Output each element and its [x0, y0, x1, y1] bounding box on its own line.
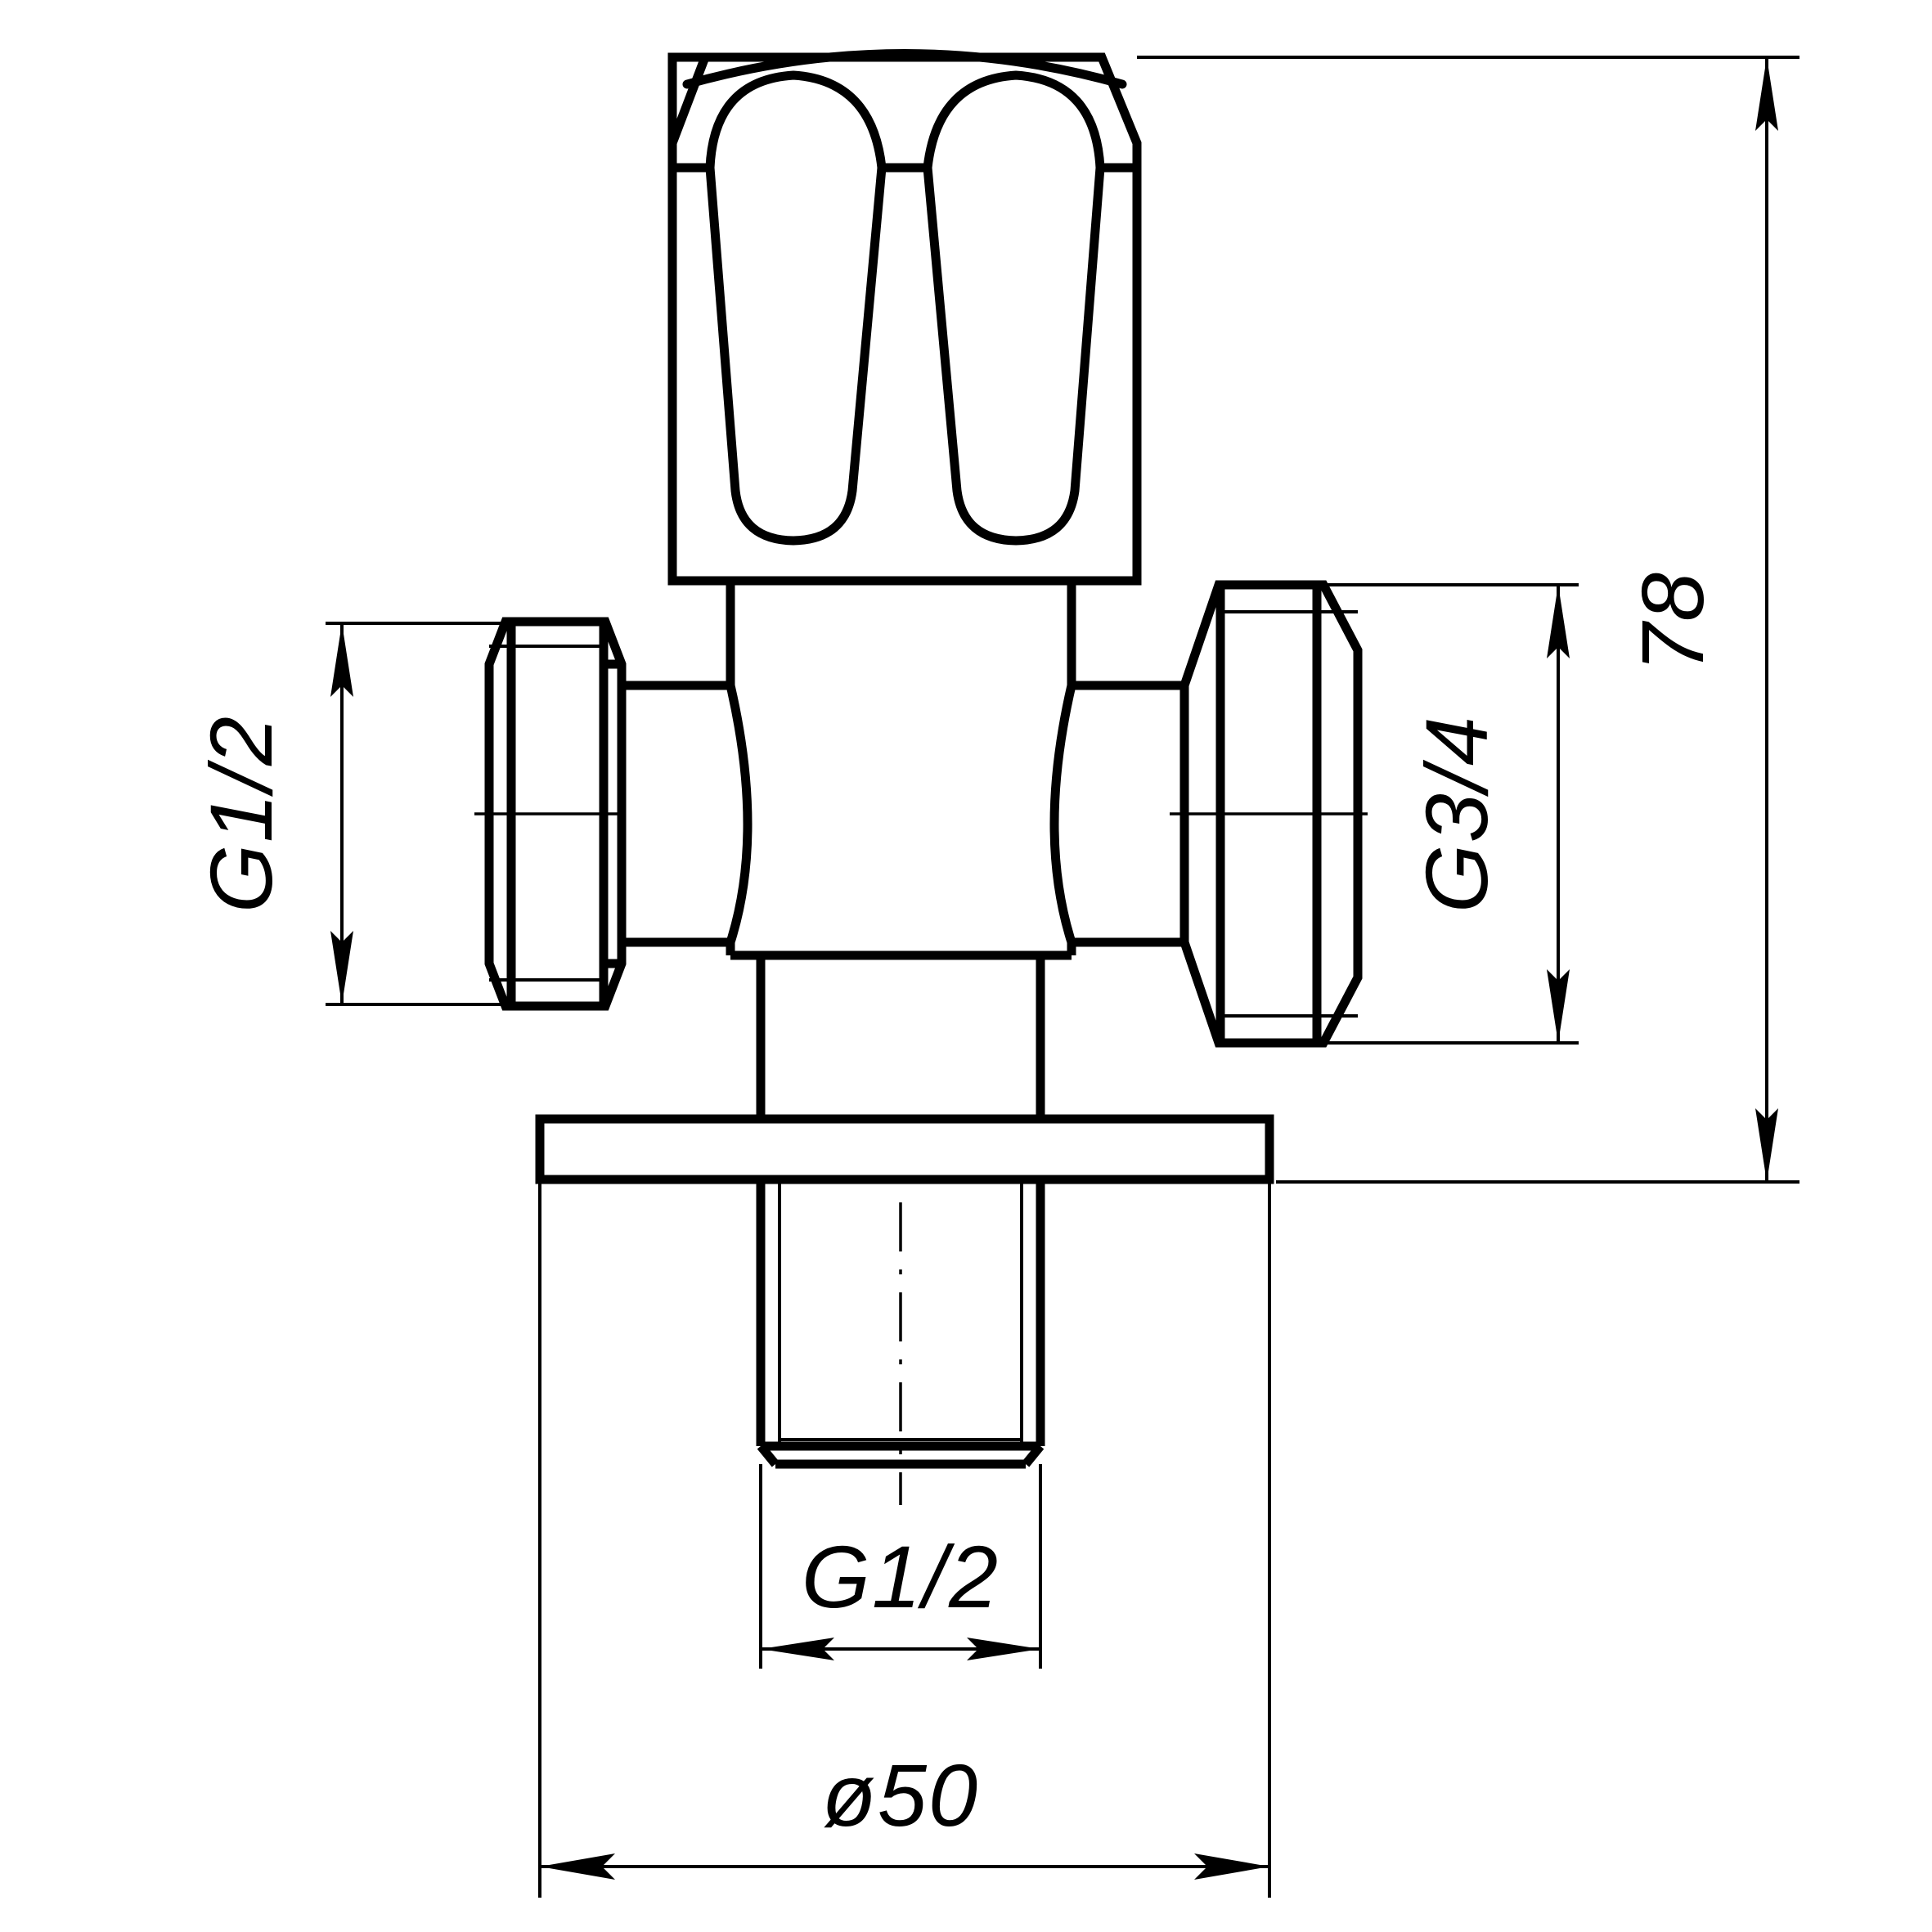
dimension-label-bottom-spigot-thread: G1/2 [802, 1527, 1000, 1626]
handle-knob [667, 49, 1142, 586]
dimension-label-overall-height: 78 [1623, 571, 1722, 672]
dimension-label-right-port-thread: G3/4 [1407, 715, 1506, 913]
valve-body [726, 581, 1076, 1119]
dimension-label-flange-diameter: ø50 [822, 1746, 979, 1844]
right-hex-nut [1072, 580, 1368, 1048]
escutcheon-flange [535, 1114, 1274, 1184]
left-hex-nut [474, 617, 730, 1011]
dimension-label-left-port-thread: G1/2 [191, 715, 290, 913]
bottom-threaded-spigot [756, 1179, 1045, 1505]
dimension-bottom-spigot-thread: G1/2 [759, 1464, 1042, 1669]
dimension-flange-diameter: ø50 [538, 1182, 1271, 1898]
dimension-right-port-thread: G3/4 [1309, 583, 1579, 1045]
dimension-overall-height: 78 [1137, 56, 1799, 1184]
dimension-left-port-thread: G1/2 [191, 622, 505, 1006]
